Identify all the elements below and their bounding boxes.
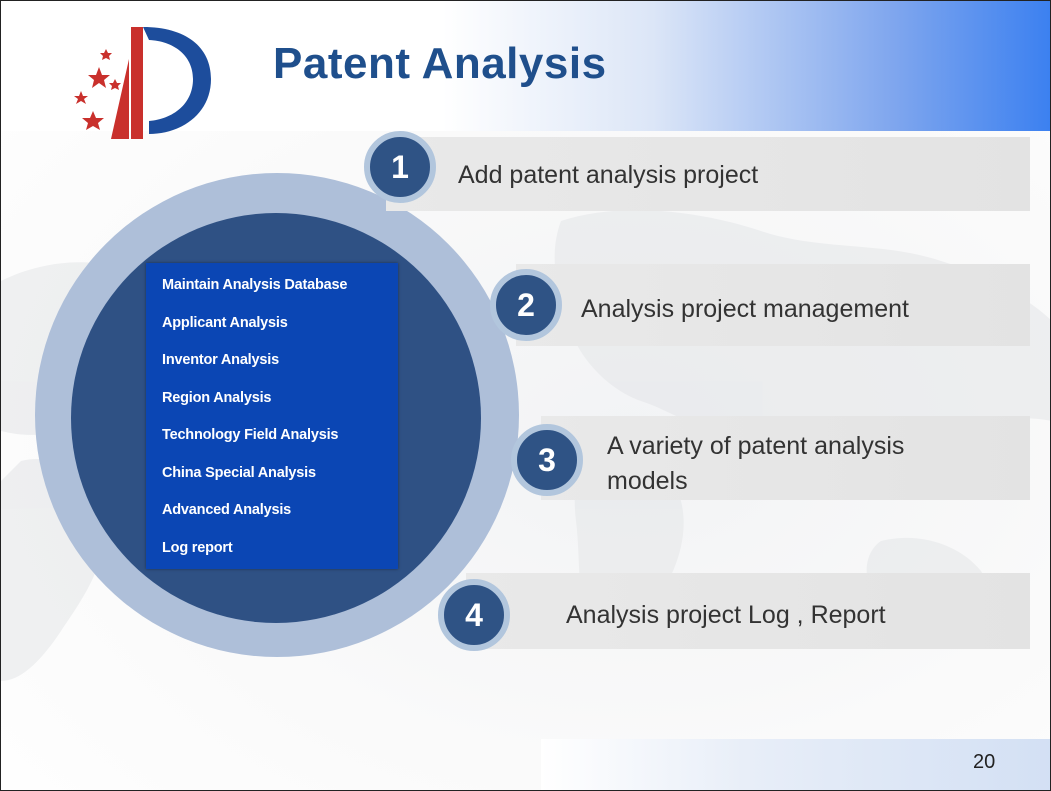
menu-item-maintain-analysis-database[interactable]: Maintain Analysis Database: [162, 277, 348, 293]
step-3-number: 3: [511, 424, 583, 496]
page-title: Patent Analysis: [273, 39, 607, 88]
step-2-bar: [516, 264, 1030, 346]
menu-item-china-special-analysis[interactable]: China Special Analysis: [162, 464, 316, 481]
step-3-text-line1: A variety of patent analysis: [607, 432, 905, 460]
menu-item-region-analysis[interactable]: Region Analysis: [162, 389, 272, 406]
header-band: [1, 1, 1050, 131]
menu-item-technology-field-analysis[interactable]: Technology Field Analysis: [162, 427, 339, 443]
step-4-bar: [466, 573, 1030, 649]
page-number: 20: [973, 751, 996, 773]
step-2-text: Analysis project management: [581, 295, 909, 323]
step-4-text: Analysis project Log , Report: [566, 601, 886, 629]
step-2-number: 2: [490, 269, 562, 341]
menu-item-applicant-analysis[interactable]: Applicant Analysis: [162, 314, 288, 331]
menu-item-advanced-analysis[interactable]: Advanced Analysis: [162, 502, 292, 518]
analysis-menu: Maintain Analysis Database Applicant Ana…: [146, 263, 398, 569]
step-1-number: 1: [364, 131, 436, 203]
menu-item-log-report[interactable]: Log report: [162, 539, 233, 556]
cnipa-logo-icon: [74, 27, 211, 139]
step-3-bar: [541, 416, 1030, 500]
footer-band: [541, 739, 1050, 790]
menu-item-inventor-analysis[interactable]: Inventor Analysis: [162, 352, 279, 368]
step-3-text-line2: models: [607, 467, 688, 495]
step-4-number: 4: [438, 579, 510, 651]
step-1-bar: [386, 137, 1030, 211]
step-1-text: Add patent analysis project: [458, 161, 759, 189]
